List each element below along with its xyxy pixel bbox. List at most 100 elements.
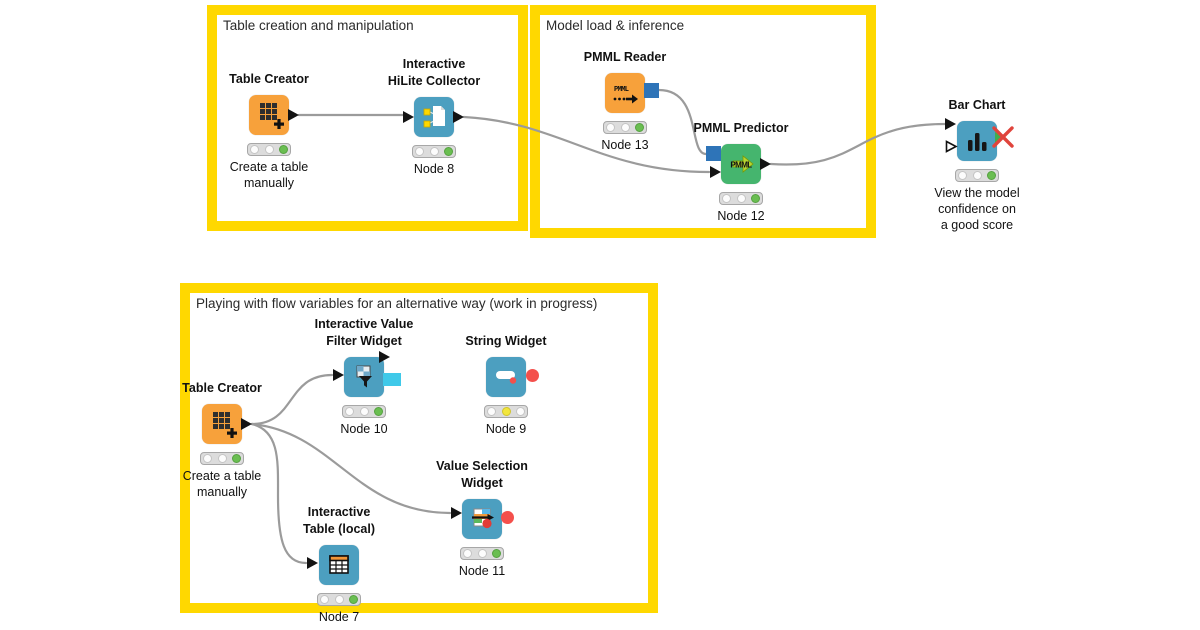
inactive-output-port-x-icon[interactable] <box>991 125 1015 149</box>
svg-text:PMML: PMML <box>730 161 752 170</box>
node-annotation: Node 7 <box>318 610 360 624</box>
node-label: Table Creator <box>182 381 262 395</box>
status-dot <box>349 595 358 604</box>
node-annotation: Create a table manually <box>229 160 309 190</box>
node-pmml-predictor[interactable]: PMML Predictor PMML Node 12 <box>694 121 789 223</box>
status-dot <box>232 454 241 463</box>
status-dot <box>516 407 525 416</box>
node-label: Value Selection Widget <box>436 459 528 490</box>
data-input-port[interactable] <box>710 166 721 178</box>
svg-text:PMML: PMML <box>614 86 629 94</box>
table-plus-icon[interactable] <box>249 95 289 135</box>
traffic-light <box>955 169 999 182</box>
node-bar-chart[interactable]: Bar Chart View the model confidence on a… <box>934 98 1019 232</box>
traffic-light <box>342 405 386 418</box>
status-dot <box>374 407 383 416</box>
pmml-input-port[interactable] <box>706 146 721 161</box>
node-hilite-collector[interactable]: Interactive HiLite Collector Node 8 <box>388 57 480 176</box>
status-dot <box>487 407 496 416</box>
status-dot <box>722 194 731 203</box>
status-dot <box>620 123 630 132</box>
pmml-output-port[interactable] <box>644 83 659 98</box>
annotation-title: Table creation and manipulation <box>223 18 414 33</box>
status-dot <box>987 171 996 180</box>
status-dot <box>972 171 982 180</box>
value-filter-icon[interactable] <box>344 357 384 397</box>
input-port[interactable] <box>403 111 414 123</box>
interactive-table-icon[interactable] <box>319 545 359 585</box>
node-table-creator-2[interactable]: Table Creator Create a table manually <box>182 381 262 499</box>
node-label: Bar Chart <box>948 98 1006 112</box>
status-dot <box>751 194 760 203</box>
node-annotation: View the model confidence on a good scor… <box>934 186 1020 232</box>
node-annotation: Node 8 <box>413 162 455 176</box>
annotation-box-flow-variables[interactable]: Playing with flow variables for an alter… <box>180 283 658 613</box>
status-dot <box>492 549 501 558</box>
node-label: Interactive HiLite Collector <box>387 57 481 88</box>
pmml-predictor-icon[interactable]: PMML <box>721 144 761 184</box>
wire-tablecreator2-to-valueselection[interactable] <box>250 422 452 515</box>
status-dot <box>345 407 354 416</box>
output-port[interactable] <box>453 111 464 123</box>
node-annotation: Create a table manually <box>182 469 262 499</box>
node-label: PMML Reader <box>583 50 667 64</box>
status-dot <box>958 171 967 180</box>
input-port[interactable] <box>333 369 344 381</box>
status-dot <box>250 145 259 154</box>
status-dot <box>463 549 472 558</box>
node-interactive-table[interactable]: Interactive Table (local) Node 7 <box>303 505 375 624</box>
status-dot <box>501 407 511 416</box>
traffic-light <box>719 192 763 205</box>
status-dot <box>279 145 288 154</box>
value-selection-icon[interactable] <box>462 499 502 539</box>
status-dot <box>320 595 329 604</box>
node-label: PMML Predictor <box>693 121 789 135</box>
output-port[interactable] <box>288 109 299 121</box>
pmml-reader-icon[interactable]: PMML <box>605 73 645 113</box>
status-dot <box>217 454 227 463</box>
annotation-title: Playing with flow variables for an alter… <box>196 296 598 311</box>
output-port[interactable] <box>760 158 771 170</box>
node-table-creator-1[interactable]: Table Creator Create a table manually <box>229 72 309 190</box>
bar-chart-icon[interactable] <box>957 121 997 161</box>
flow-variable-output-port[interactable] <box>501 511 514 524</box>
wire-tablecreator2-to-interactivetable[interactable] <box>250 422 308 565</box>
node-annotation: Node 13 <box>601 138 649 152</box>
traffic-light <box>247 143 291 156</box>
unconnected-input-port[interactable] <box>945 140 958 153</box>
status-dot <box>415 147 424 156</box>
status-dot <box>429 147 439 156</box>
image-output-port[interactable] <box>383 373 401 386</box>
output-port[interactable] <box>379 351 390 363</box>
flow-variable-output-port[interactable] <box>526 369 539 382</box>
node-value-filter-widget[interactable]: Interactive Value Filter Widget Node 10 <box>315 317 414 436</box>
input-port[interactable] <box>307 557 318 569</box>
node-label: Interactive Table (local) <box>302 505 375 536</box>
status-dot <box>606 123 615 132</box>
status-dot <box>736 194 746 203</box>
status-dot <box>334 595 344 604</box>
input-port[interactable] <box>451 507 462 519</box>
node-string-widget[interactable]: String Widget Node 9 <box>465 334 546 436</box>
node-label: Interactive Value Filter Widget <box>314 317 414 348</box>
node-pmml-reader[interactable]: PMML Reader PMML Node 13 <box>584 50 666 152</box>
wire-hilite-to-predictor[interactable] <box>462 115 711 174</box>
traffic-light <box>200 452 244 465</box>
node-annotation: Node 10 <box>340 422 388 436</box>
status-dot <box>477 549 487 558</box>
wire-tablecreator2-to-valuefilter[interactable] <box>250 373 334 426</box>
wire-predictor-to-barchart[interactable] <box>769 122 947 166</box>
status-dot <box>444 147 453 156</box>
input-port[interactable] <box>945 118 956 130</box>
annotation-title: Model load & inference <box>546 18 685 33</box>
table-plus-icon[interactable] <box>202 404 242 444</box>
wire-reader-to-predictor[interactable] <box>657 88 708 156</box>
output-port[interactable] <box>241 418 252 430</box>
hilite-collector-icon[interactable] <box>414 97 454 137</box>
annotation-box-model-load[interactable]: Model load & inference <box>530 5 876 238</box>
node-value-selection-widget[interactable]: Value Selection Widget Node 11 <box>436 459 528 578</box>
string-widget-icon[interactable] <box>486 357 526 397</box>
traffic-light <box>484 405 528 418</box>
